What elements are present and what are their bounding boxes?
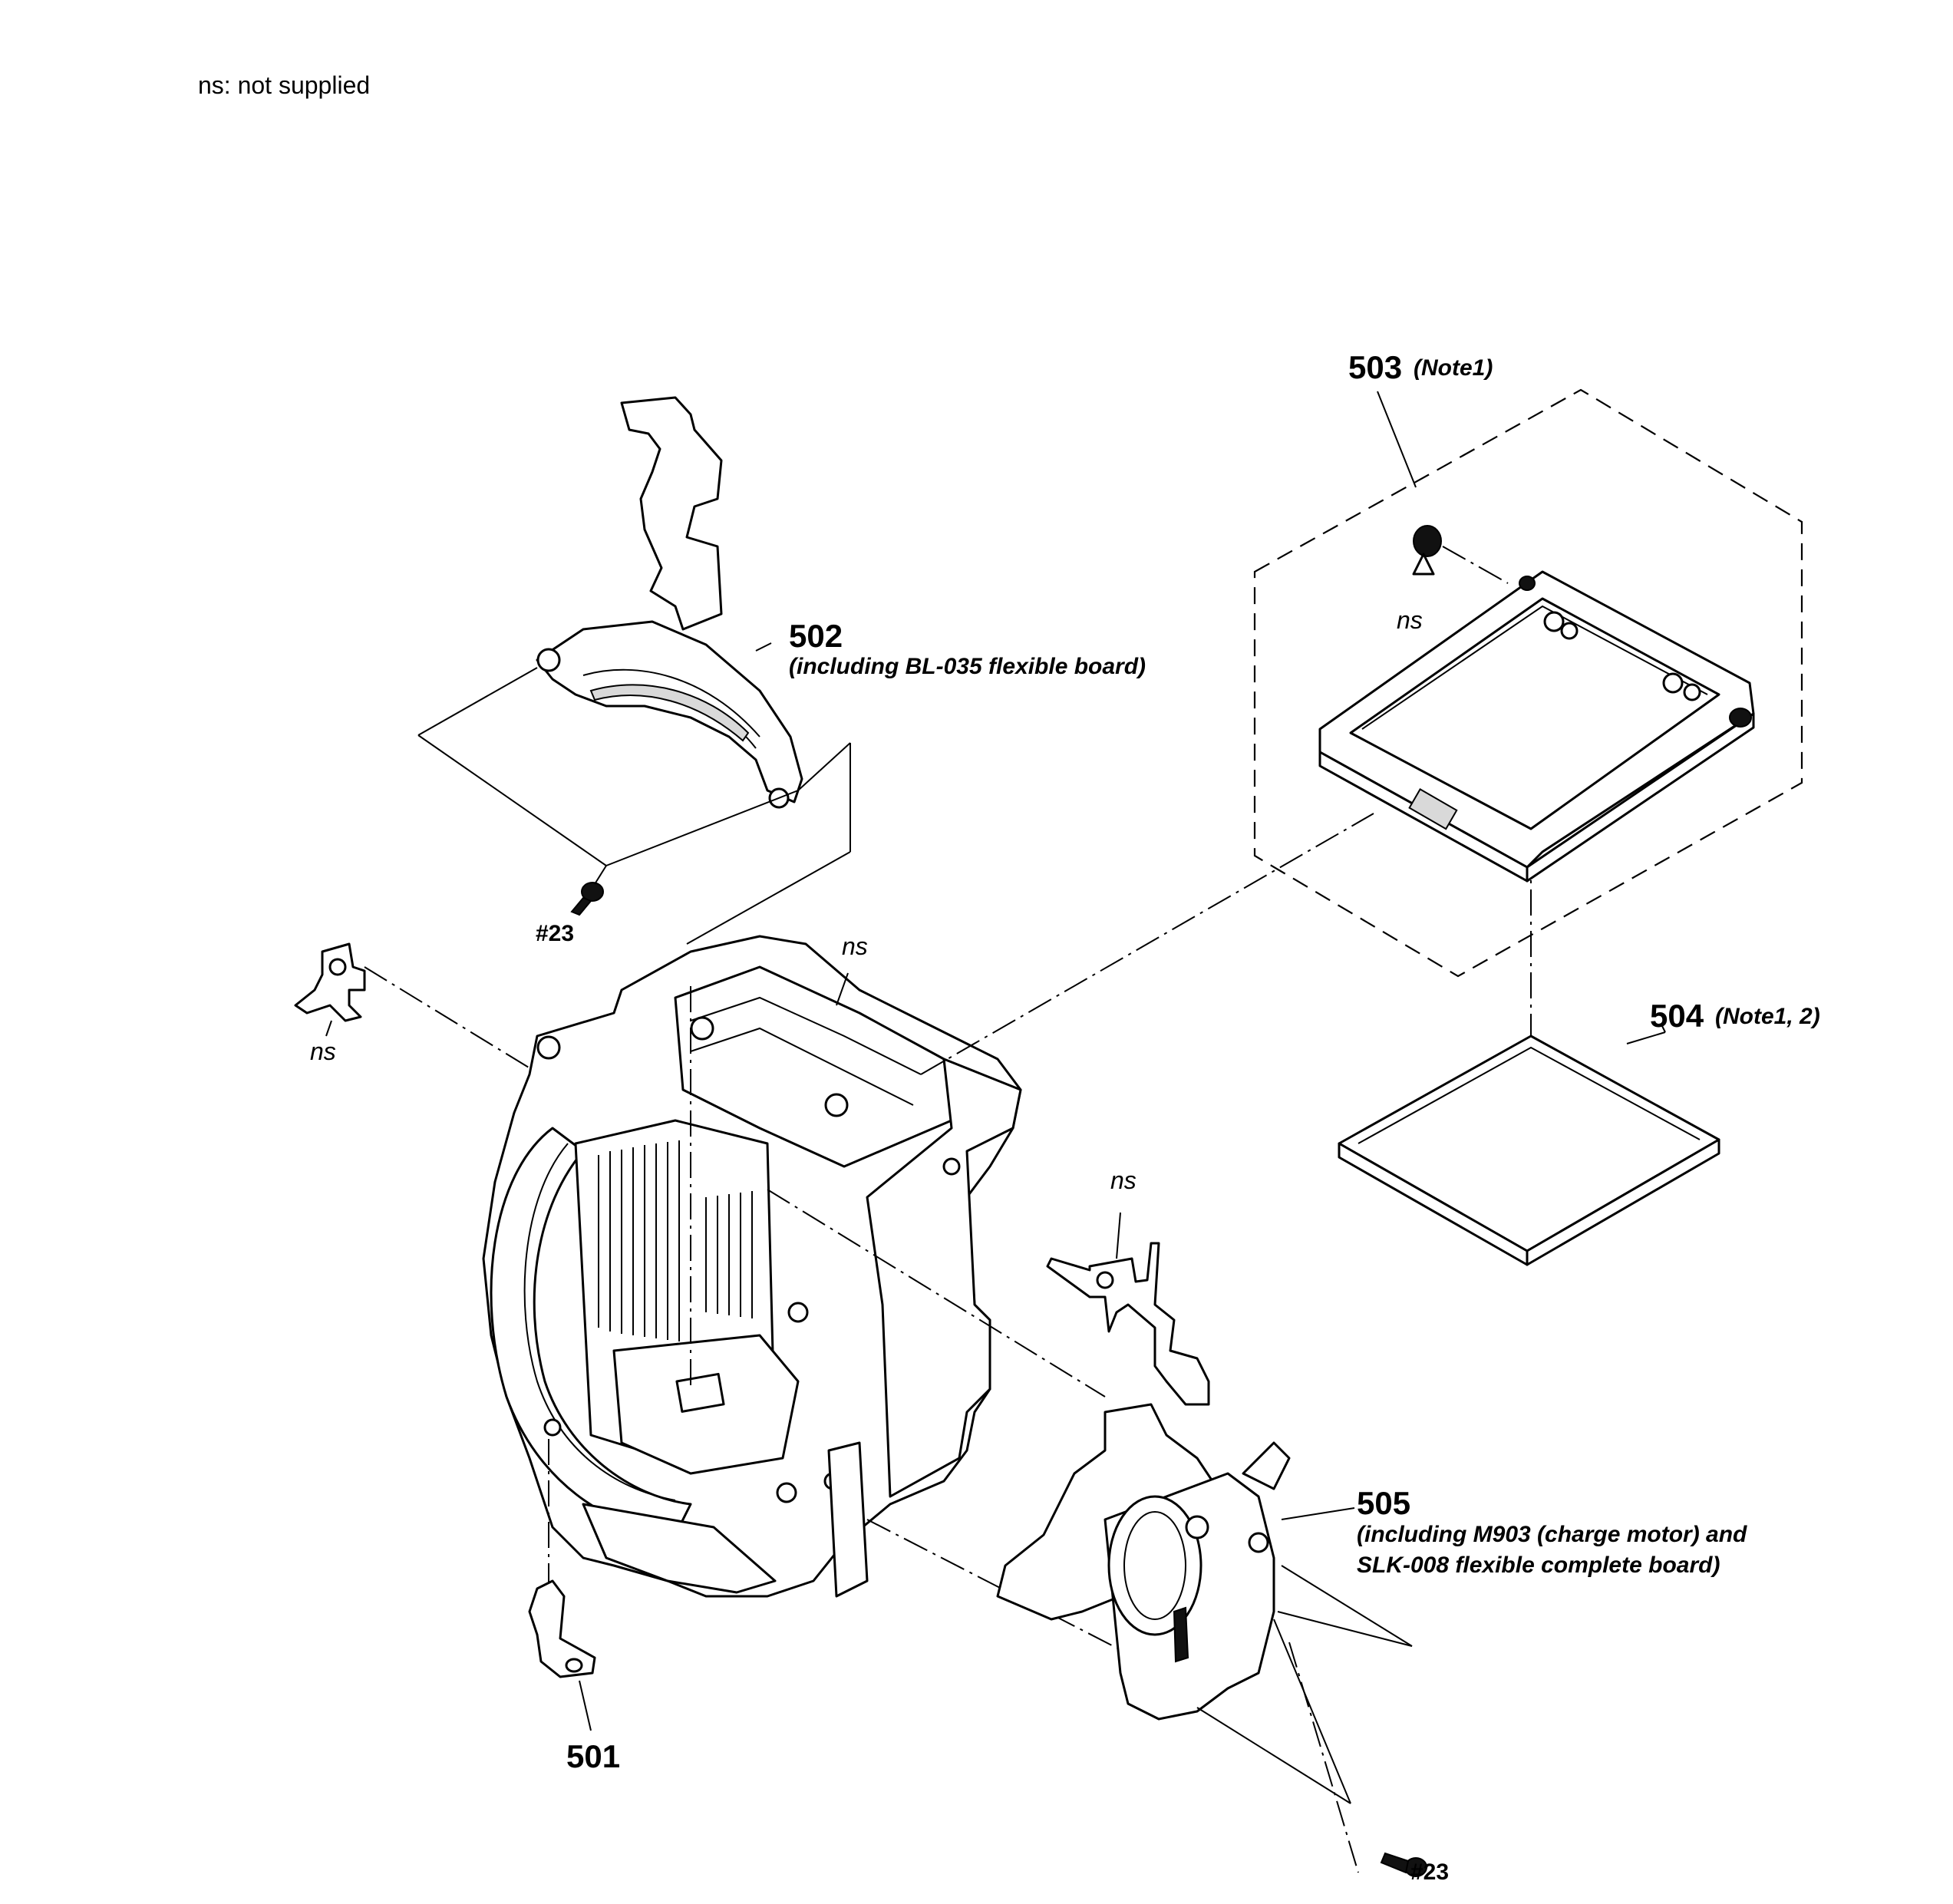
part-505-drawing bbox=[996, 1403, 1291, 1721]
ns-label-right-plate: ns bbox=[1110, 1166, 1137, 1194]
part-504-number: 504 bbox=[1650, 998, 1704, 1034]
screw-23-upper-label: #23 bbox=[536, 921, 575, 946]
right-plate-drawing bbox=[1046, 1242, 1210, 1406]
mirror-box-drawing bbox=[482, 935, 1022, 1598]
assembly-503-boundary bbox=[1253, 388, 1803, 978]
part-505-description-line1: (including M903 (charge motor) and bbox=[1357, 1522, 1747, 1547]
part-502-drawing bbox=[536, 396, 803, 809]
part-504-note: (Note1, 2) bbox=[1715, 1004, 1820, 1029]
part-505-number: 505 bbox=[1357, 1485, 1411, 1521]
part-502-number: 502 bbox=[789, 618, 843, 654]
screw-23-lower-label: #23 bbox=[1410, 1859, 1450, 1885]
part-503-note: (Note1) bbox=[1414, 355, 1493, 381]
part-502-description: (including BL-035 flexible board) bbox=[789, 654, 1146, 679]
screw-23-lower-drawing bbox=[1380, 1852, 1427, 1877]
spring-left-drawing bbox=[294, 942, 366, 1022]
part-503-number: 503 bbox=[1348, 349, 1403, 385]
ns-label-mirror-box: ns bbox=[842, 932, 868, 960]
legend-ns-not-supplied: ns: not supplied bbox=[198, 71, 371, 99]
ns-label-screen-spring: ns bbox=[1397, 606, 1423, 634]
part-505-description-line2: SLK-008 flexible complete board) bbox=[1357, 1553, 1720, 1578]
part-501-number: 501 bbox=[566, 1738, 621, 1774]
part-503-drawing bbox=[1318, 570, 1755, 883]
screw-23-upper-drawing bbox=[570, 882, 604, 916]
ns-label-spring-left: ns bbox=[310, 1038, 336, 1065]
part-501-drawing bbox=[528, 1579, 596, 1678]
part-504-drawing bbox=[1338, 1034, 1720, 1266]
screen-spring-drawing bbox=[1412, 525, 1442, 576]
